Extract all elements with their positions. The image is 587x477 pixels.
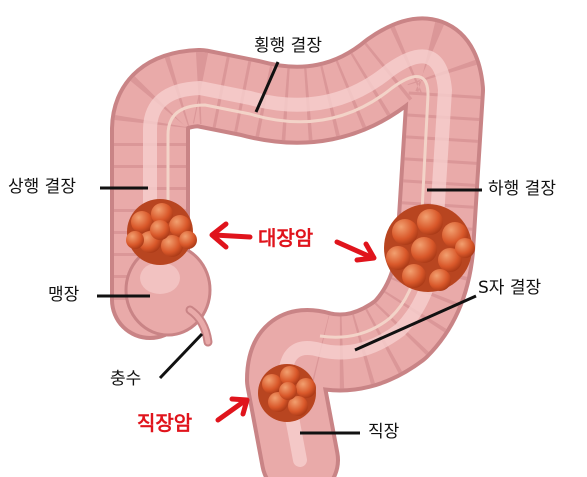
tumor-rectum (258, 364, 316, 422)
leader-lines (97, 61, 482, 435)
arrow-icon (334, 239, 377, 263)
colon-body (110, 16, 485, 477)
label-rectum: 직장 (368, 422, 400, 442)
label-descending-colon: 하행 결장 (488, 179, 556, 199)
tumor-colon-left (384, 204, 475, 292)
leader-appendix (158, 332, 204, 380)
leader-sigmoid-colon (354, 294, 477, 352)
arrow-icon (209, 221, 253, 250)
label-colon-cancer: 대장암 (258, 226, 314, 250)
label-cecum: 맹장 (48, 285, 80, 305)
tumor-colon-right (126, 199, 197, 265)
label-appendix: 충수 (110, 369, 142, 389)
label-sigmoid-colon: S자 결장 (478, 278, 542, 298)
label-ascending-colon: 상행 결장 (8, 177, 76, 197)
label-transverse-colon: 횡행 결장 (254, 36, 322, 56)
arrow-icon (215, 396, 250, 423)
label-rectal-cancer: 직장암 (137, 411, 193, 435)
leader-transverse-colon (254, 61, 280, 113)
